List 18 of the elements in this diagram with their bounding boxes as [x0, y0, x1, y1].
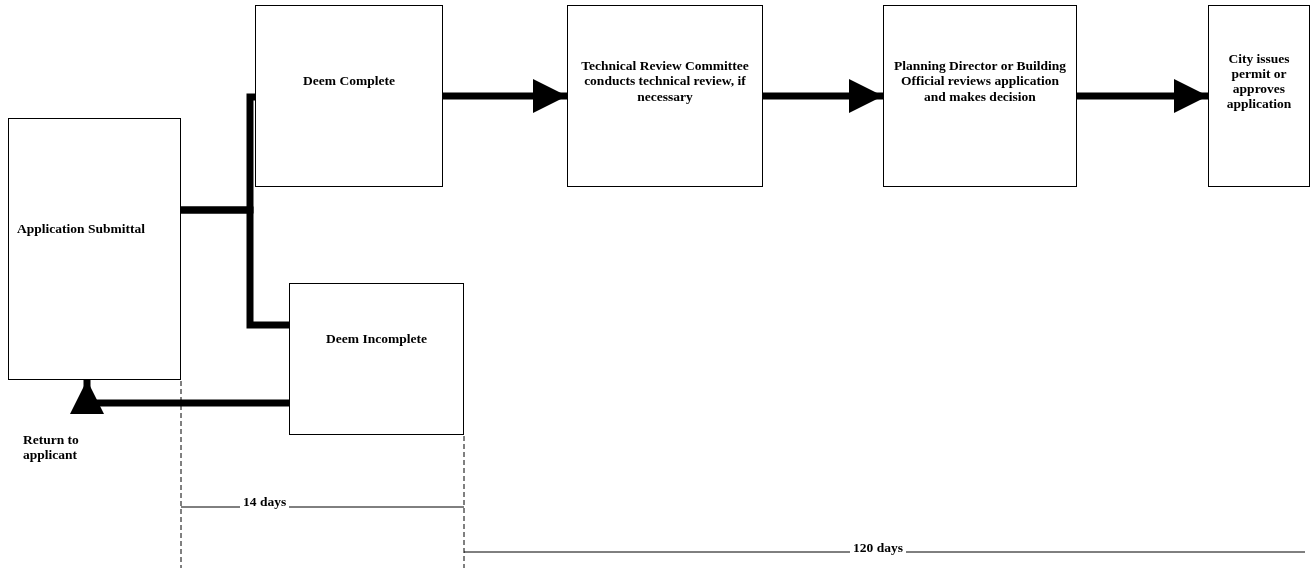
box-label: City issues permit or approves application	[1225, 50, 1293, 112]
process-box	[567, 5, 763, 187]
dimension-label: 14 days	[240, 494, 290, 510]
arrow	[70, 380, 289, 414]
box-label: Technical Review Committee conducts technical review, if necessary	[580, 58, 750, 104]
process-box	[255, 5, 443, 187]
box-label: Deem Complete	[303, 73, 395, 89]
dimension-label: 120 days	[850, 540, 906, 556]
process-box	[289, 283, 464, 435]
arrow	[763, 79, 883, 113]
box-label: Deem Incomplete	[326, 331, 427, 347]
box-label: Application Submittal	[17, 221, 145, 237]
arrow	[1077, 79, 1208, 113]
arrow	[443, 79, 567, 113]
process-box	[1208, 5, 1310, 187]
box-label: Planning Director or Building Official reviews application and makes decision	[892, 58, 1068, 104]
process-box	[8, 118, 181, 380]
process-box	[883, 5, 1077, 187]
